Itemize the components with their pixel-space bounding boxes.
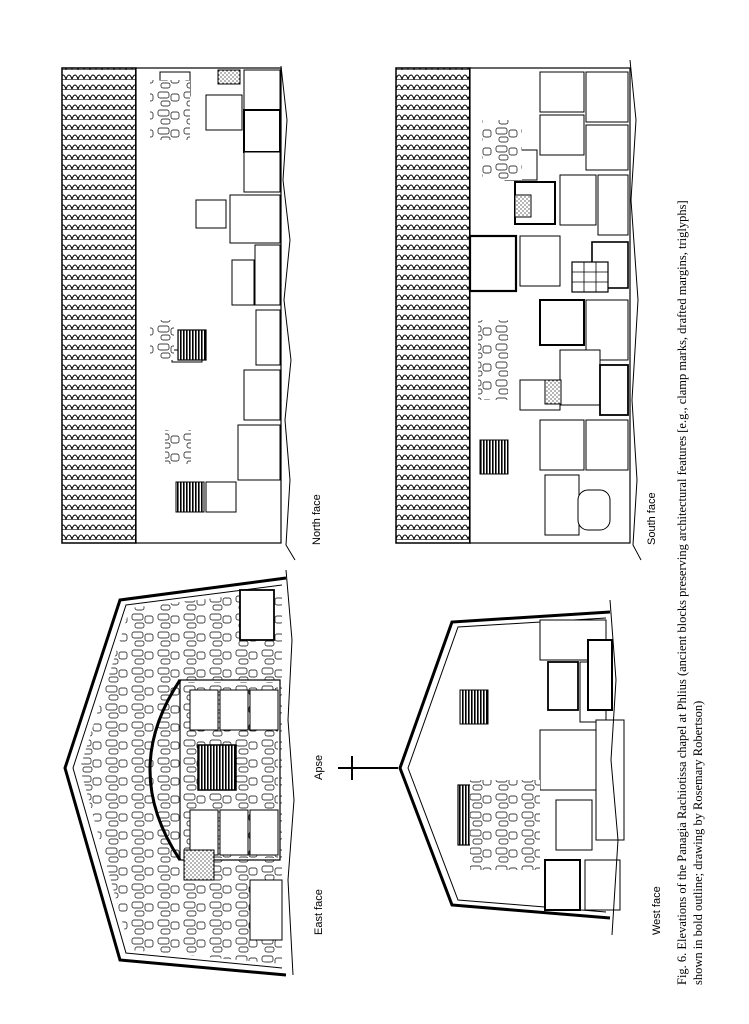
south-face-elevation (395, 59, 642, 561)
figure-caption-line-1: Fig. 6. Elevations of the Panagia Rachio… (675, 200, 689, 985)
apse-label: Apse (313, 755, 325, 780)
west-face-label: West face (651, 886, 663, 935)
north-face-elevation (61, 65, 296, 561)
figure-caption-line-2: shown in bold outline; drawing by Rosema… (691, 701, 705, 985)
east-face-elevation (63, 569, 295, 977)
north-face-label: North face (311, 494, 323, 545)
west-face-elevation (338, 599, 625, 936)
east-face-label: East face (313, 889, 325, 935)
south-face-label: South face (646, 492, 658, 545)
